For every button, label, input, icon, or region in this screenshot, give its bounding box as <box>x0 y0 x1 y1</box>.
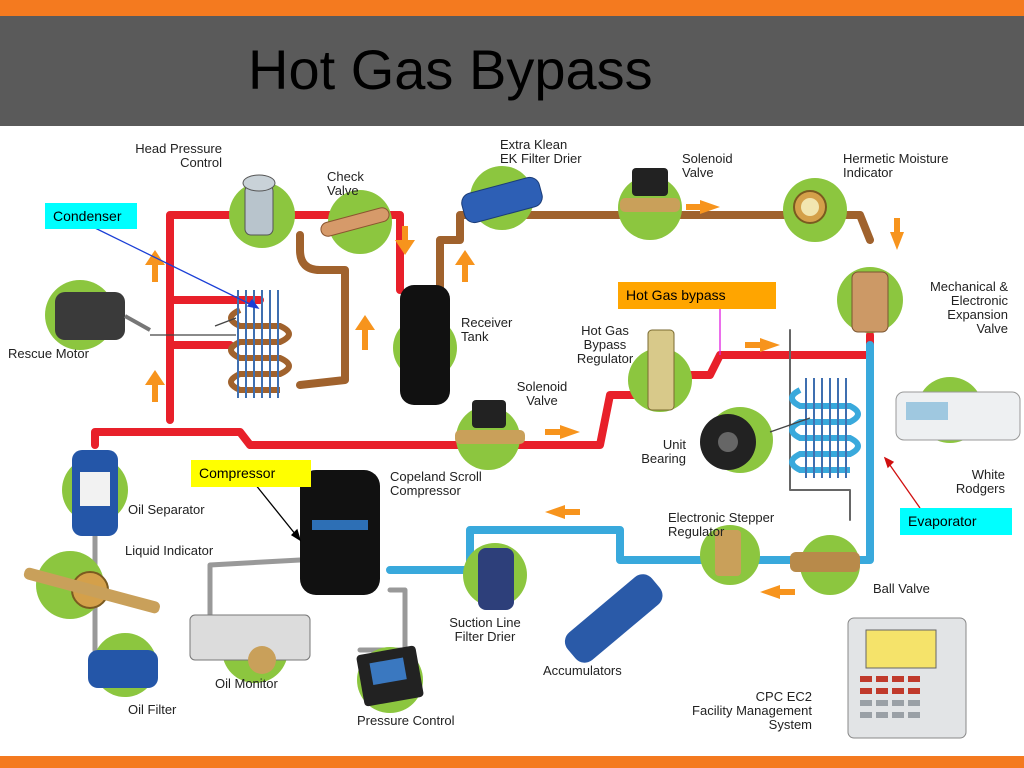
refrigeration-diagram <box>23 166 1021 739</box>
solenoid-valve-top <box>632 168 668 196</box>
label-solenoid-valve-mid: Solenoid Valve <box>516 379 568 408</box>
hot-gas-regulator <box>647 329 675 411</box>
callout-evaporator: Evaporator <box>900 508 1012 535</box>
bypass-line <box>676 331 874 379</box>
label-expansion-valve: Mechanical & Electronic Expansion Valve <box>929 279 1008 336</box>
label-pressure-control: Pressure Control <box>357 713 455 728</box>
label-check-valve: Check Valve <box>327 169 364 198</box>
expansion-valve <box>851 271 889 333</box>
oil-filter <box>88 650 158 688</box>
flow-arrows <box>145 200 904 599</box>
condenser-coil <box>228 307 292 393</box>
condenser-fins <box>237 290 279 398</box>
label-facility-system: CPC EC2 Facility Management System <box>692 689 812 732</box>
filter-drier <box>461 176 543 224</box>
label-filter-drier: Extra Klean EK Filter Drier <box>500 137 582 166</box>
label-oil-monitor: Oil Monitor <box>215 676 278 691</box>
head-pressure-valve <box>244 184 274 236</box>
suction-filter-drier <box>478 548 514 610</box>
page-title: Hot Gas Bypass <box>248 38 653 101</box>
callout-compressor: Compressor <box>191 460 311 487</box>
label-accumulators: Accumulators <box>543 663 622 678</box>
receiver-tank <box>400 285 450 405</box>
callout-hot-gas-bypass: Hot Gas bypass <box>618 282 776 309</box>
callout-pointers <box>94 227 921 542</box>
evaporator-frame <box>789 329 851 521</box>
label-receiver-tank: Receiver Tank <box>461 315 513 344</box>
label-liquid-indicator: Liquid Indicator <box>125 543 214 558</box>
ball-valve <box>790 552 860 572</box>
solenoid-valve-mid <box>472 400 506 428</box>
label-ball-valve: Ball Valve <box>873 581 930 596</box>
label-head-pressure-control: Head Pressure Control <box>135 141 222 170</box>
check-valve <box>320 207 390 237</box>
label-stepper-regulator: Electronic Stepper Regulator <box>668 510 775 539</box>
label-unit-bearing: Unit Bearing <box>641 437 686 466</box>
label-white-rodgers: White Rodgers <box>955 467 1005 496</box>
label-suction-filter-drier: Suction Line Filter Drier <box>449 615 521 644</box>
callout-condenser: Condenser <box>45 203 137 229</box>
liquid-line-a <box>296 231 349 389</box>
label-copeland-compressor: Copeland Scroll Compressor <box>390 469 482 498</box>
label-moisture-indicator: Hermetic Moisture Indicator <box>843 151 949 180</box>
top-accent-bar <box>0 0 1024 16</box>
label-hot-gas-regulator: Hot Gas Bypass Regulator <box>576 323 634 366</box>
stepper-regulator <box>715 530 741 576</box>
rescue-motor <box>55 292 125 340</box>
label-solenoid-valve-top: Solenoid Valve <box>682 151 733 180</box>
discharge-line <box>91 391 684 449</box>
evaporator-coil <box>789 387 861 473</box>
label-oil-filter: Oil Filter <box>128 702 177 717</box>
label-rescue-motor: Rescue Motor <box>8 346 89 361</box>
bottom-accent-bar <box>0 756 1024 768</box>
label-oil-separator: Oil Separator <box>128 502 205 517</box>
compressor <box>300 470 380 595</box>
suction-line-b <box>386 526 819 574</box>
accumulator <box>564 574 663 663</box>
evaporator-fins <box>805 378 847 478</box>
title-banner <box>0 16 1024 126</box>
